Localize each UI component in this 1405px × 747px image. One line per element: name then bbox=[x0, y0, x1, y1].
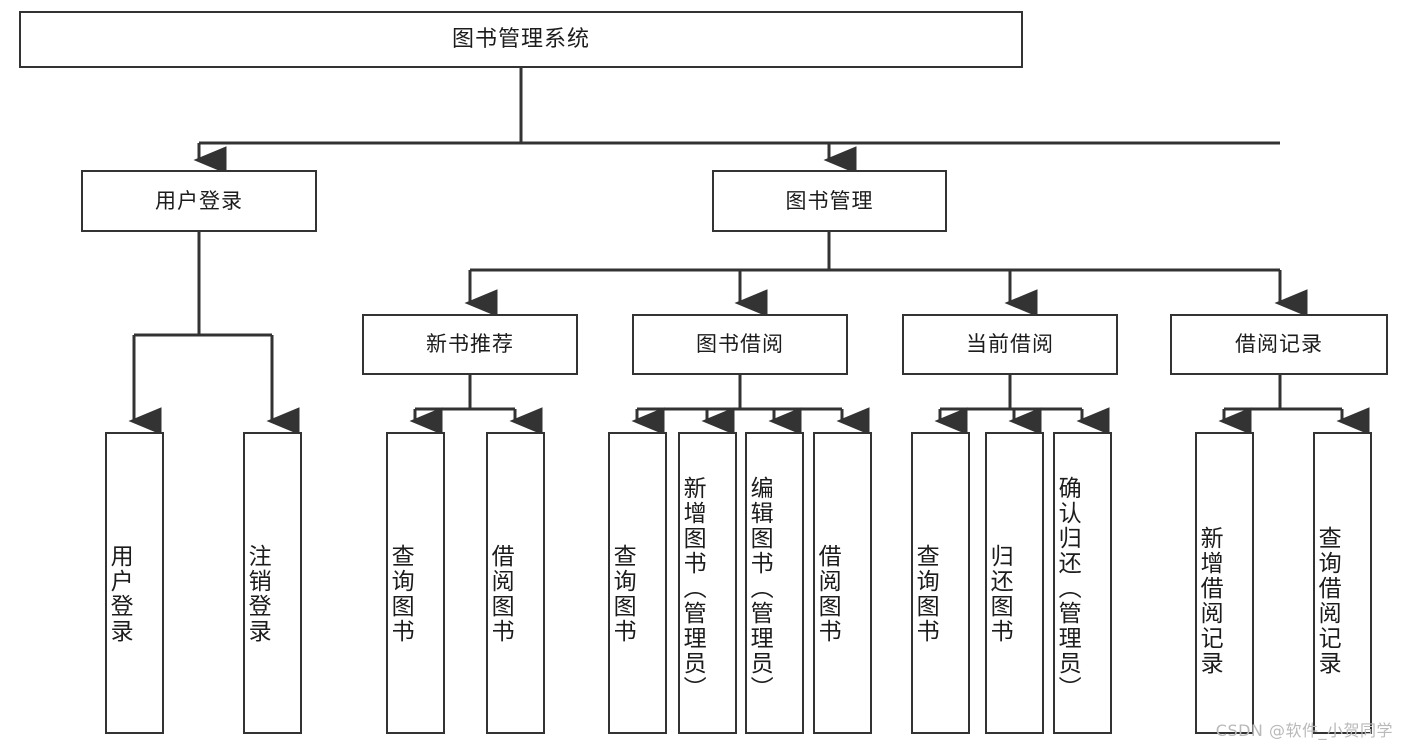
node-label: 图书管理系统 bbox=[451, 26, 590, 52]
node-user-login[interactable]: 用户登录 bbox=[81, 170, 317, 232]
node-label: 用户登录 bbox=[106, 544, 133, 644]
node-book-manage[interactable]: 图书管理 bbox=[712, 170, 947, 232]
node-label: 借阅图书 bbox=[487, 544, 514, 644]
node-label: 查询图书 bbox=[609, 544, 636, 644]
node-label: 注销登录 bbox=[244, 544, 271, 644]
node-leaf-query-book-rec[interactable]: 查询图书 bbox=[386, 432, 445, 734]
node-label: 用户登录 bbox=[155, 188, 243, 213]
node-leaf-borrow-book-rec[interactable]: 借阅图书 bbox=[486, 432, 545, 734]
node-label: 查询图书 bbox=[387, 544, 414, 644]
node-label: 查询图书 bbox=[912, 544, 939, 644]
node-label: 图书借阅 bbox=[696, 332, 784, 357]
node-label: 新书推荐 bbox=[426, 332, 514, 357]
node-new-book-recommend[interactable]: 新书推荐 bbox=[362, 314, 578, 375]
node-label: 查询借阅记录 bbox=[1314, 526, 1341, 676]
node-label: 当前借阅 bbox=[966, 332, 1054, 357]
node-leaf-query-book-bor[interactable]: 查询图书 bbox=[608, 432, 667, 734]
node-label: 图书管理 bbox=[785, 188, 874, 213]
node-label: 借阅记录 bbox=[1235, 332, 1323, 357]
node-borrow-record[interactable]: 借阅记录 bbox=[1170, 314, 1388, 375]
node-leaf-query-record[interactable]: 查询借阅记录 bbox=[1313, 432, 1372, 734]
node-leaf-add-book[interactable]: 新增图书（管理员） bbox=[678, 432, 737, 734]
node-label: 归还图书 bbox=[986, 544, 1013, 644]
node-label: 借阅图书 bbox=[814, 544, 841, 644]
node-leaf-add-record[interactable]: 新增借阅记录 bbox=[1195, 432, 1254, 734]
node-label: 确认归还（管理员） bbox=[1054, 475, 1081, 701]
node-leaf-logout[interactable]: 注销登录 bbox=[243, 432, 302, 734]
node-leaf-return-book[interactable]: 归还图书 bbox=[985, 432, 1044, 734]
node-leaf-confirm-return[interactable]: 确认归还（管理员） bbox=[1053, 432, 1112, 734]
node-book-borrow[interactable]: 图书借阅 bbox=[632, 314, 848, 375]
node-label: 新增图书（管理员） bbox=[679, 475, 706, 701]
node-root[interactable]: 图书管理系统 bbox=[19, 11, 1023, 68]
node-leaf-borrow-book-bor[interactable]: 借阅图书 bbox=[813, 432, 872, 734]
node-current-borrow[interactable]: 当前借阅 bbox=[902, 314, 1118, 375]
node-leaf-user-login[interactable]: 用户登录 bbox=[105, 432, 164, 734]
node-leaf-edit-book[interactable]: 编辑图书（管理员） bbox=[745, 432, 804, 734]
node-leaf-query-book-cur[interactable]: 查询图书 bbox=[911, 432, 970, 734]
watermark-text: CSDN @软件_小贺同学 bbox=[1215, 721, 1393, 740]
node-label: 新增借阅记录 bbox=[1196, 526, 1223, 676]
node-label: 编辑图书（管理员） bbox=[746, 475, 773, 701]
